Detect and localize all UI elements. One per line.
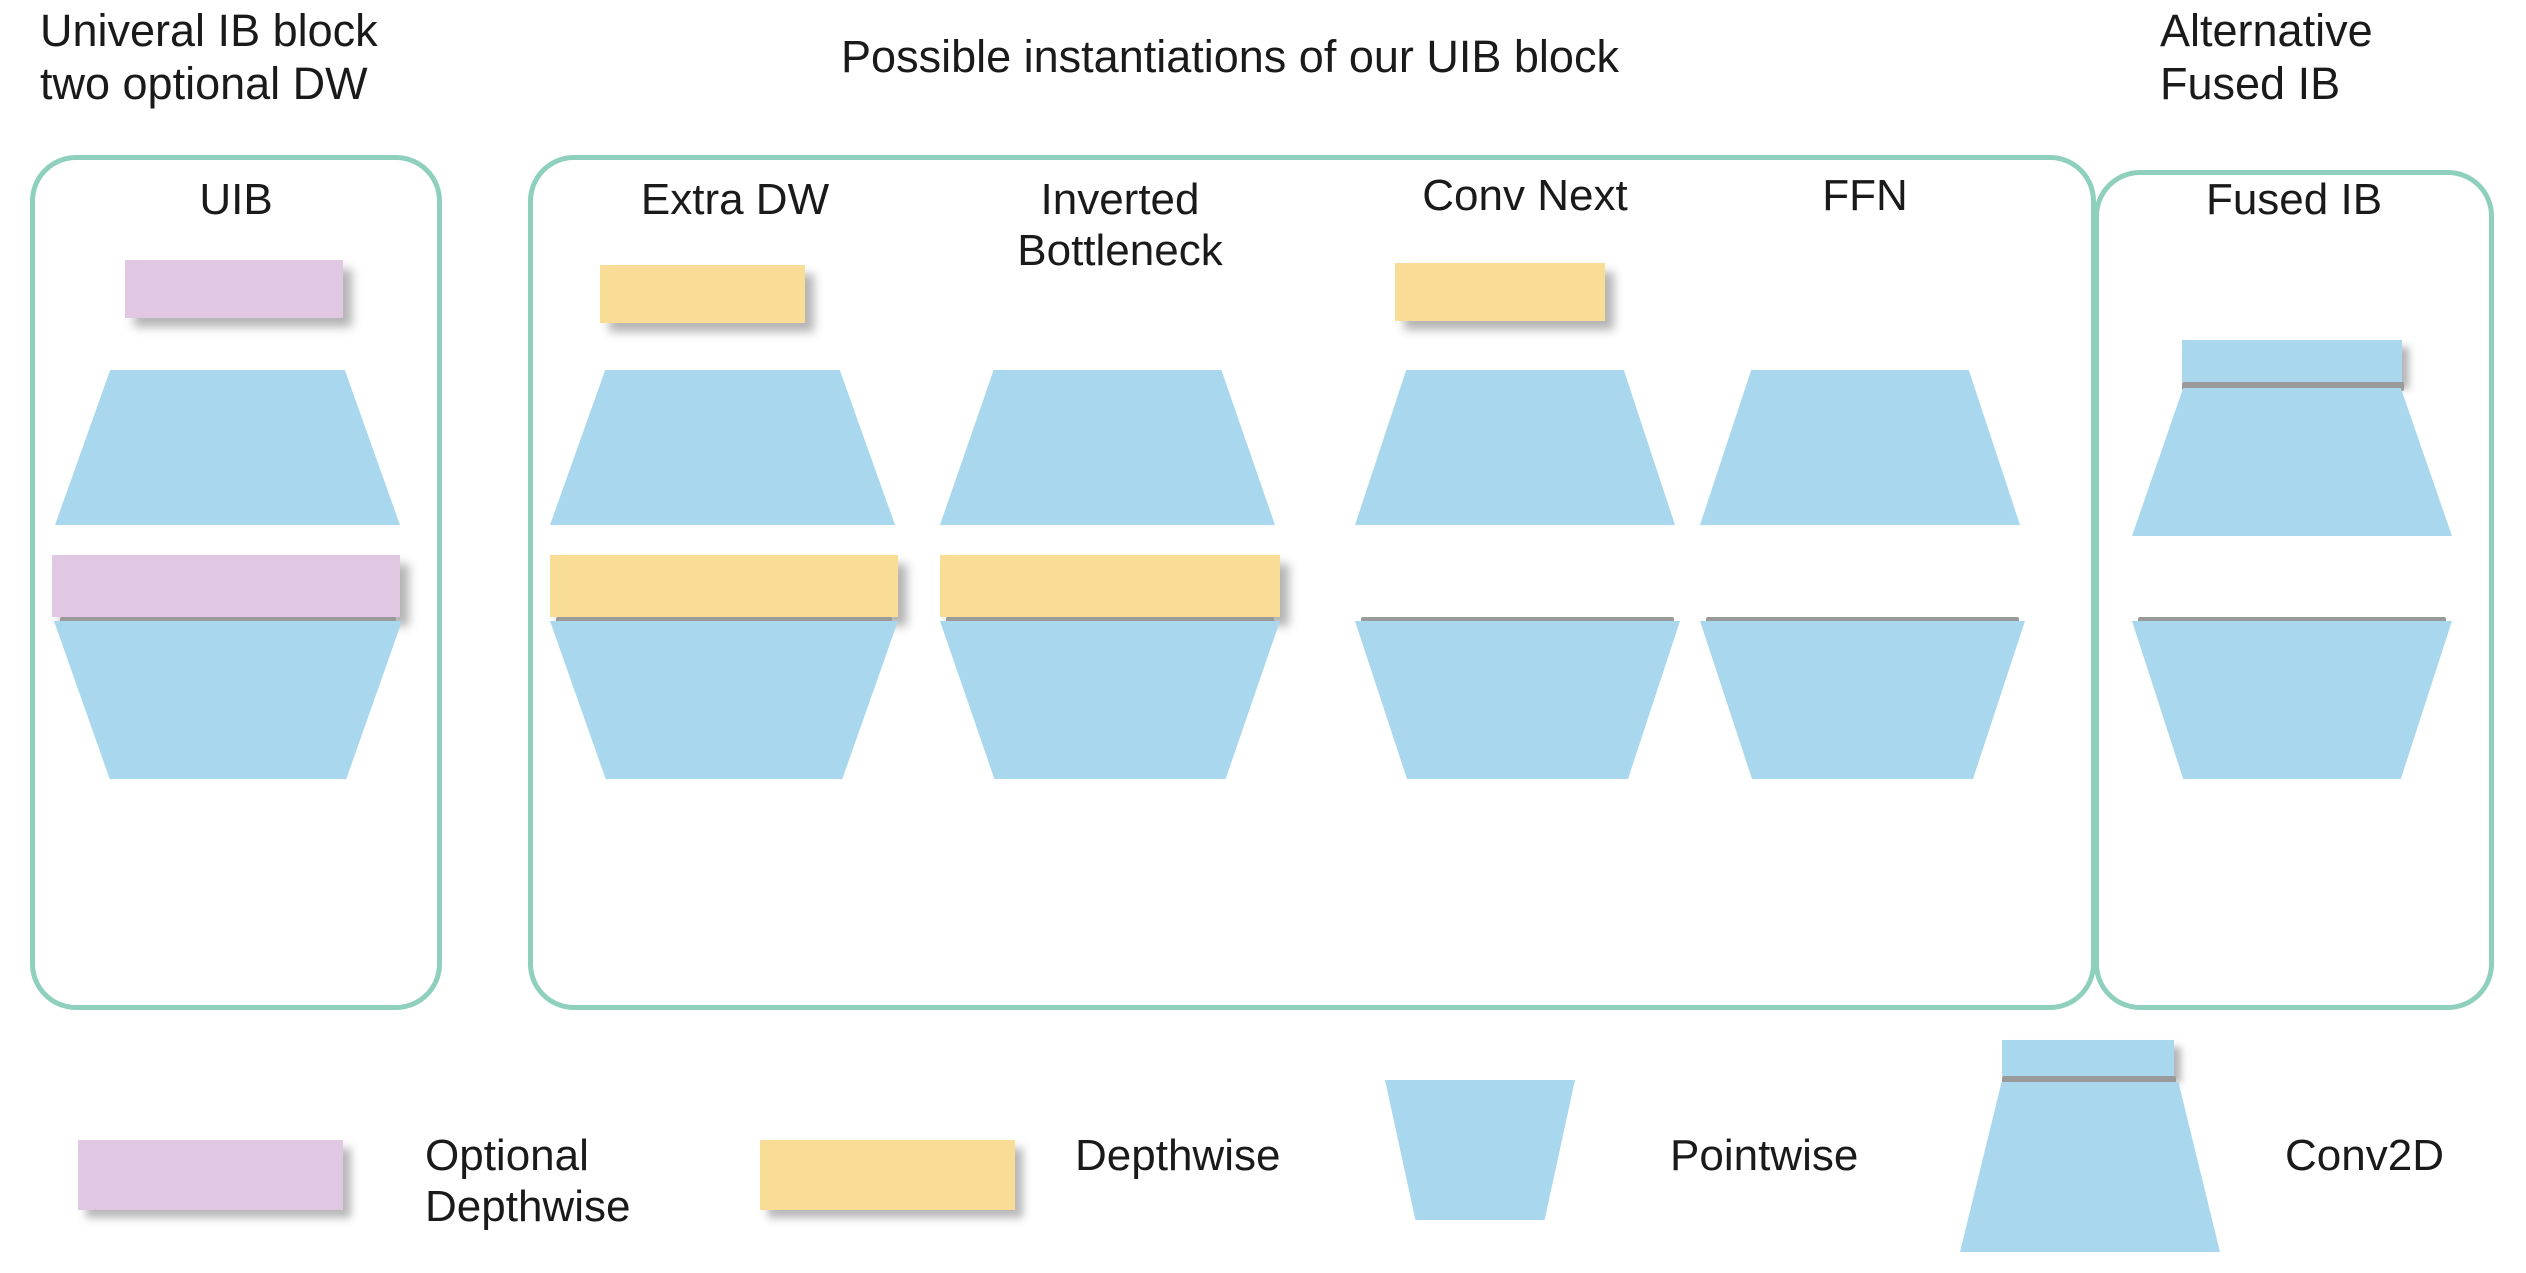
column-title-uib: UIB bbox=[199, 175, 273, 224]
layer-pointwise-expand bbox=[55, 370, 400, 525]
layer-depthwise-top bbox=[600, 265, 805, 323]
layer-pointwise-project bbox=[550, 617, 898, 779]
layer-optional-depthwise-top bbox=[125, 260, 343, 318]
legend-label-pointwise: Pointwise bbox=[1670, 1131, 1859, 1180]
conv2d-expand-shape bbox=[2132, 388, 2452, 536]
pointwise-project-shape bbox=[1700, 621, 2025, 779]
column-ffn: FFN bbox=[1700, 155, 2030, 1015]
pointwise-project-shape bbox=[1355, 621, 1680, 779]
layer-pointwise-project bbox=[1700, 617, 2025, 779]
legend-conv2d-trap bbox=[1960, 1082, 2220, 1252]
layer-depthwise-bottom bbox=[550, 555, 898, 617]
legend: Optional Depthwise Depthwise Pointwise C… bbox=[0, 1030, 2526, 1273]
pointwise-project-shape bbox=[2132, 621, 2452, 779]
legend-label-conv2d: Conv2D bbox=[2285, 1131, 2444, 1180]
column-conv-next: Conv Next bbox=[1355, 155, 1695, 1015]
layer-conv2d bbox=[2132, 340, 2452, 540]
legend-conv2d-slab bbox=[2002, 1040, 2174, 1076]
column-title-conv-next: Conv Next bbox=[1422, 171, 1628, 220]
layer-pointwise-expand bbox=[1355, 370, 1675, 525]
layer-pointwise-project bbox=[1355, 617, 1680, 779]
layer-depthwise bbox=[1395, 263, 1605, 321]
legend-swatch-pointwise bbox=[1385, 1080, 1575, 1220]
group-box-universal-ib bbox=[30, 155, 442, 1010]
group-box-instantiations bbox=[528, 155, 2096, 1010]
shadow-capline bbox=[2182, 382, 2404, 391]
layer-depthwise bbox=[940, 555, 1280, 617]
column-title-fused-ib: Fused IB bbox=[2205, 175, 2383, 224]
column-title-extra-dw: Extra DW bbox=[640, 175, 830, 224]
column-fused-ib: Fused IB bbox=[2094, 155, 2494, 1015]
legend-swatch-conv2d bbox=[1960, 1040, 2220, 1255]
column-inverted-bottleneck: Inverted Bottleneck bbox=[940, 155, 1300, 1015]
layer-optional-depthwise-bottom bbox=[52, 555, 400, 617]
layer-pointwise-project bbox=[2132, 617, 2452, 779]
legend-conv2d-capline bbox=[2002, 1076, 2176, 1085]
layer-pointwise-project bbox=[54, 617, 402, 779]
pointwise-project-shape bbox=[54, 621, 402, 779]
legend-swatch-depthwise bbox=[760, 1140, 1015, 1210]
column-uib: UIB bbox=[30, 155, 442, 1015]
pointwise-project-shape bbox=[550, 621, 898, 779]
conv2d-slab bbox=[2182, 340, 2402, 382]
caption-possible-instantiations: Possible instantiations of our UIB block bbox=[841, 31, 1619, 82]
layer-pointwise-expand bbox=[1700, 370, 2020, 525]
column-title-inverted-bottleneck: Inverted Bottleneck bbox=[1017, 175, 1223, 275]
layer-pointwise-project bbox=[940, 617, 1280, 779]
caption-alternative-fused-ib: Alternative Fused IB bbox=[2160, 5, 2373, 110]
legend-label-depthwise: Depthwise bbox=[1075, 1131, 1281, 1180]
caption-universal-ib-block: Univeral IB block two optional DW bbox=[40, 5, 378, 110]
layer-pointwise-expand bbox=[940, 370, 1275, 525]
column-title-ffn: FFN bbox=[1822, 171, 1908, 220]
layer-pointwise-expand bbox=[550, 370, 895, 525]
pointwise-project-shape bbox=[940, 621, 1280, 779]
legend-label-optional-depthwise: Optional Depthwise bbox=[425, 1131, 631, 1232]
column-extra-dw: Extra DW bbox=[550, 155, 920, 1015]
legend-swatch-optional-depthwise bbox=[78, 1140, 343, 1210]
group-box-alternative-fused-ib bbox=[2094, 170, 2494, 1010]
